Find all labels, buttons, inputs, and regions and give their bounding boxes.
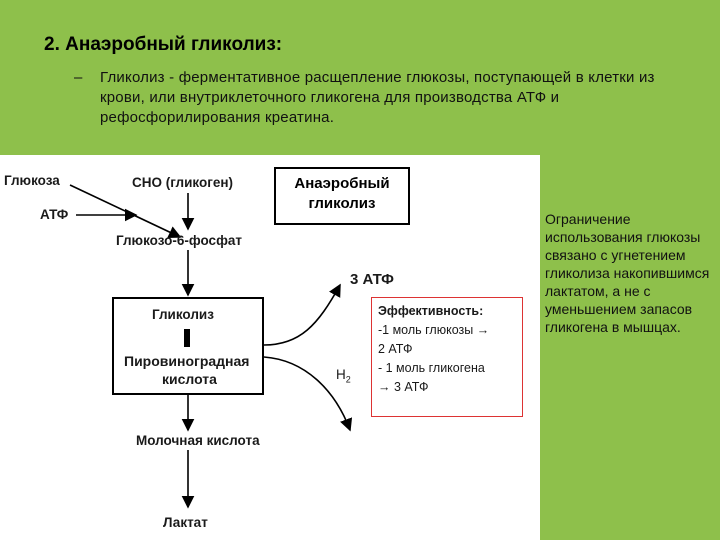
efficiency-line3: - 1 моль гликогена <box>378 361 485 375</box>
definition-text: Гликолиз - ферментативное расщепление гл… <box>100 69 655 126</box>
diagram-arrows <box>69 184 353 509</box>
label-glycolysis: Гликолиз <box>152 307 214 322</box>
box-title-line1: Анаэробный <box>294 175 390 192</box>
efficiency-box: Эффективность: -1 моль глюкозы → 2 АТФ -… <box>371 297 523 417</box>
label-cho: СНО (гликоген) <box>132 175 234 190</box>
slide-title: 2. Анаэробный гликолиз: <box>44 34 283 55</box>
diagram-panel: Глюкоза АТФ СНО (гликоген) Глюкозо-6-фос… <box>0 155 540 540</box>
label-h2: H2 <box>336 367 351 385</box>
label-lactic: Молочная кислота <box>136 433 260 448</box>
anaerobic-glycolysis-box: Анаэробный гликолиз <box>274 167 410 225</box>
bullet-dash: – <box>74 69 83 86</box>
label-pyruvic-1: Пировиноградная <box>124 353 250 369</box>
definition-bullet: – Гликолиз - ферментативное расщепление … <box>74 68 694 128</box>
label-3-atf: 3 АТФ <box>350 271 394 288</box>
efficiency-line2: 2 АТФ <box>378 342 413 356</box>
box-title-line2: гликолиз <box>308 195 376 212</box>
efficiency-line1: -1 моль глюкозы → <box>378 323 490 337</box>
arrow-h2 <box>263 356 353 432</box>
label-pyruvic-2: кислота <box>162 371 217 387</box>
limitation-note: Ограничение использования глюкозы связан… <box>545 211 710 335</box>
label-glucose: Глюкоза <box>4 173 60 188</box>
box-separator <box>184 329 190 347</box>
label-g6p: Глюкозо-6-фосфат <box>116 233 242 248</box>
glycolysis-box <box>112 297 264 395</box>
efficiency-line4: → 3 АТФ <box>378 380 429 394</box>
label-atf: АТФ <box>40 207 69 222</box>
arrow-glucose <box>69 184 182 238</box>
arrow-3atf <box>263 283 341 346</box>
label-lactate: Лактат <box>163 515 208 530</box>
efficiency-title: Эффективность: <box>378 304 484 318</box>
